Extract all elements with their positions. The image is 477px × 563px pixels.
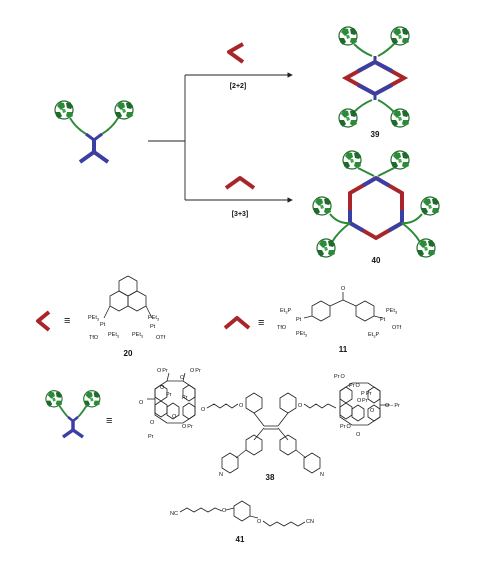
label-11: 11 xyxy=(339,345,348,354)
svg-text:TfO: TfO xyxy=(277,325,287,331)
svg-text:P: P xyxy=(361,391,365,397)
svg-text:PEt3: PEt3 xyxy=(386,308,398,315)
svg-text:O: O xyxy=(160,385,165,391)
svg-text:Et3P: Et3P xyxy=(368,332,379,339)
reaction-label-bottom: [3+3] xyxy=(232,211,249,218)
label-39: 39 xyxy=(371,130,380,139)
svg-text:OPr: OPr xyxy=(182,424,193,430)
svg-text:PEt3: PEt3 xyxy=(108,332,120,339)
svg-text:Pr: Pr xyxy=(166,392,172,398)
svg-text:O: O xyxy=(139,400,144,406)
svg-text:PEt3: PEt3 xyxy=(148,315,160,322)
product-39-cartoon xyxy=(338,26,410,128)
svg-text:O: O xyxy=(356,432,361,438)
svg-text:O: O xyxy=(222,508,227,514)
label-38: 38 xyxy=(266,473,275,482)
corner-20-key-icon xyxy=(36,310,51,332)
svg-text:PrO: PrO xyxy=(349,383,361,389)
svg-text:O: O xyxy=(201,407,206,413)
svg-text:PEt3: PEt3 xyxy=(296,331,308,338)
svg-text:O: O xyxy=(370,408,375,414)
ligand-38-key-cartoon xyxy=(45,390,101,439)
svg-text:O: O xyxy=(239,403,244,409)
svg-text:NC: NC xyxy=(170,511,178,517)
svg-text:O: O xyxy=(172,414,177,420)
equiv-symbol-20: ≡ xyxy=(64,315,70,327)
svg-text:Pt: Pt xyxy=(150,324,156,330)
ligand-38-cartoon xyxy=(54,100,134,164)
equiv-symbol-11: ≡ xyxy=(258,317,264,329)
label-20: 20 xyxy=(124,349,133,358)
svg-text:N: N xyxy=(320,472,324,478)
svg-text:O: O xyxy=(150,420,155,426)
svg-text:OTf: OTf xyxy=(392,325,402,331)
svg-text:O–Pr: O–Pr xyxy=(385,403,400,409)
svg-text:PrO: PrO xyxy=(334,374,346,380)
svg-text:TfO: TfO xyxy=(89,335,99,341)
svg-text:Pr: Pr xyxy=(148,434,154,440)
svg-text:Pt: Pt xyxy=(380,317,386,323)
corner-11-icon xyxy=(224,176,256,190)
svg-text:CN: CN xyxy=(306,519,314,525)
svg-text:Pt: Pt xyxy=(296,317,302,323)
svg-text:Pr: Pr xyxy=(366,391,372,397)
corner-20-icon xyxy=(227,42,245,64)
svg-text:Pr: Pr xyxy=(362,398,368,404)
svg-text:PEt3: PEt3 xyxy=(132,332,144,339)
corner-11-key-icon xyxy=(223,316,251,330)
svg-text:Pt: Pt xyxy=(100,322,106,328)
label-41: 41 xyxy=(236,535,245,544)
svg-text:O: O xyxy=(180,375,185,381)
svg-text:OPr: OPr xyxy=(157,368,168,374)
svg-text:O: O xyxy=(257,519,262,525)
svg-text:PrO: PrO xyxy=(340,424,352,430)
svg-text:O: O xyxy=(298,403,303,409)
svg-text:OPr: OPr xyxy=(190,368,201,374)
structure-20: PEt3 Pt TfO PEt3 PEt3 Pt PEt3 OTf xyxy=(88,275,166,341)
svg-text:O: O xyxy=(357,398,362,404)
svg-text:Et3P: Et3P xyxy=(280,308,291,315)
label-40: 40 xyxy=(372,256,381,265)
svg-text:O: O xyxy=(341,286,346,292)
product-40-cartoon xyxy=(312,150,440,258)
svg-text:OTf: OTf xyxy=(156,335,166,341)
svg-text:PEt3: PEt3 xyxy=(88,315,100,322)
branch-arrows xyxy=(148,72,293,203)
reaction-label-top: [2+2] xyxy=(230,83,247,90)
equiv-symbol-38: ≡ xyxy=(106,415,112,427)
structure-11: O Et3P Pt TfO PEt3 PEt3 Pt OTf Et3P xyxy=(277,286,402,339)
svg-text:Pr: Pr xyxy=(182,395,188,401)
structure-41: NC O O CN xyxy=(170,500,314,527)
structure-38: OPr O OPr O O Pr Pr O O Pr OPr O O N N O xyxy=(139,368,400,478)
svg-text:N: N xyxy=(219,472,223,478)
